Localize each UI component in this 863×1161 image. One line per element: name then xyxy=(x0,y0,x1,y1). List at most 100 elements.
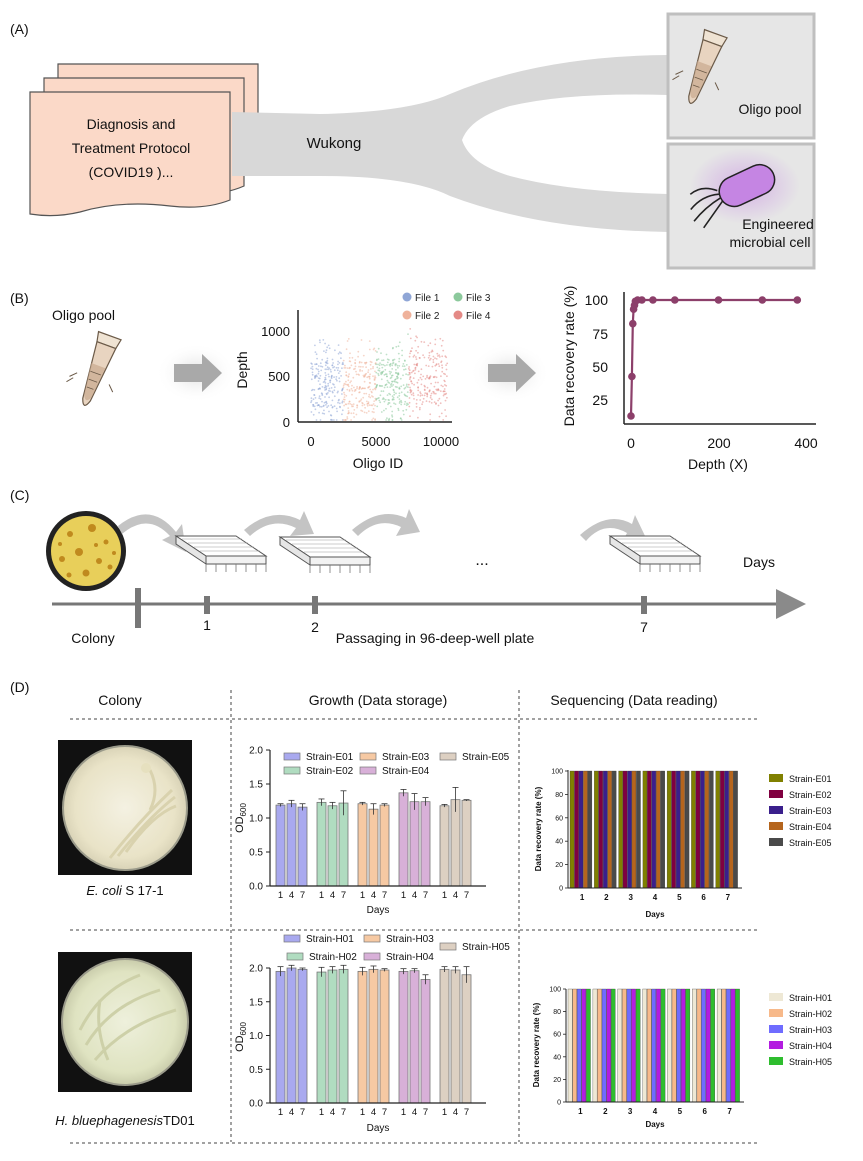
scatter-point xyxy=(310,411,313,413)
recovery-ytick-25: 25 xyxy=(592,392,608,408)
scatter-point xyxy=(383,409,385,412)
scatter-point xyxy=(430,382,432,385)
scatter-point xyxy=(323,404,325,407)
scatter-point xyxy=(326,368,328,371)
scatter-point xyxy=(426,386,429,389)
seq-bar xyxy=(646,988,652,1103)
growth-xtick: 7 xyxy=(300,890,305,901)
scatter-ytick-0: 0 xyxy=(283,415,290,430)
scatter-point xyxy=(342,363,345,365)
seq-bar xyxy=(709,770,714,889)
scatter-point xyxy=(345,380,347,383)
scatter-point xyxy=(363,411,366,414)
recovery-point xyxy=(638,296,646,304)
seq-legend-label: Strain-H04 xyxy=(789,1041,832,1051)
scatter-point xyxy=(392,362,394,365)
scatter-point xyxy=(325,387,328,390)
seq-bar xyxy=(671,770,676,889)
seq-xtick: 5 xyxy=(678,1107,683,1116)
scatter-point xyxy=(328,347,331,350)
scatter-point xyxy=(338,362,341,364)
scatter-point xyxy=(350,412,353,415)
scatter-point xyxy=(374,350,377,352)
scatter-point xyxy=(343,367,346,369)
growth-xtick: 1 xyxy=(360,1107,365,1118)
scatter-point xyxy=(324,376,327,379)
scatter-point xyxy=(388,370,391,373)
scatter-point xyxy=(390,374,393,377)
scatter-point xyxy=(314,402,317,404)
seq-bar xyxy=(660,770,665,889)
scatter-point xyxy=(387,403,389,406)
seq-bar xyxy=(651,988,657,1103)
scatter-point xyxy=(429,413,432,416)
scatter-point xyxy=(342,419,345,421)
scatter-point xyxy=(429,396,432,399)
scatter-point xyxy=(353,386,355,389)
seq-ytick: 60 xyxy=(553,1032,561,1039)
scatter-point xyxy=(372,365,374,368)
scatter-point xyxy=(446,396,448,399)
scatter-point xyxy=(394,403,397,405)
growth-xtick: 1 xyxy=(319,890,324,901)
growth-legend-swatch xyxy=(439,752,457,761)
oligo-pool-box: Oligo pool xyxy=(666,12,816,140)
scatter-point xyxy=(397,407,400,410)
scatter-point xyxy=(407,386,409,388)
scatter-point xyxy=(396,364,399,367)
growth-bar xyxy=(450,969,461,1104)
scatter-point xyxy=(333,405,336,408)
seq-bar xyxy=(586,988,591,1103)
scatter-point xyxy=(391,368,394,370)
seq-bar xyxy=(671,988,677,1103)
growth-xtick: 1 xyxy=(442,1107,447,1118)
scatter-point xyxy=(389,365,392,367)
scatter-point xyxy=(377,369,380,372)
scatter-point xyxy=(409,352,411,355)
scatter-point xyxy=(433,385,436,388)
growth-xtick: 4 xyxy=(412,1107,417,1118)
scatter-point xyxy=(393,358,396,361)
scatter-point xyxy=(311,371,314,374)
scatter-point xyxy=(408,405,411,408)
scatter-point xyxy=(388,382,391,384)
seq-xtick: 4 xyxy=(653,1107,658,1116)
scatter-point xyxy=(397,377,399,379)
scatter-point xyxy=(361,402,363,404)
scatter-point xyxy=(424,385,426,388)
scatter-point xyxy=(408,378,411,380)
growth-xtick: 1 xyxy=(442,890,447,901)
scatter-point xyxy=(329,368,332,371)
scatter-point xyxy=(393,391,396,394)
scatter-point xyxy=(431,350,434,353)
scatter-point xyxy=(405,385,408,387)
growth-ytick: 2.0 xyxy=(249,964,263,975)
scatter-point xyxy=(376,351,378,353)
scatter-point xyxy=(440,384,443,387)
scatter-point xyxy=(324,389,326,391)
scatter-point xyxy=(368,340,371,342)
panel-d-label: (D) xyxy=(10,679,29,695)
scatter-point xyxy=(321,412,324,415)
growth-ytick: 1.0 xyxy=(249,1031,263,1042)
header-colony: Colony xyxy=(98,692,142,708)
scatter-point xyxy=(397,345,400,348)
scatter-point xyxy=(405,373,407,376)
scatter-point xyxy=(435,402,437,405)
seq-legend-swatch xyxy=(769,993,783,1001)
scatter-point xyxy=(372,417,375,420)
scatter-point xyxy=(317,370,320,373)
scatter-point xyxy=(438,356,441,358)
scatter-point xyxy=(316,375,318,378)
scatter-point xyxy=(346,367,349,369)
seq-bar xyxy=(610,988,616,1103)
scatter-point xyxy=(397,366,399,369)
seq-bar xyxy=(705,988,711,1103)
growth-ytick: 1.0 xyxy=(249,814,263,825)
scatter-point xyxy=(385,407,387,410)
scatter-point xyxy=(439,390,442,392)
growth-bar xyxy=(327,805,338,887)
scatter-point xyxy=(344,383,347,386)
scatter-point xyxy=(438,365,441,368)
growth-bar xyxy=(338,802,349,887)
